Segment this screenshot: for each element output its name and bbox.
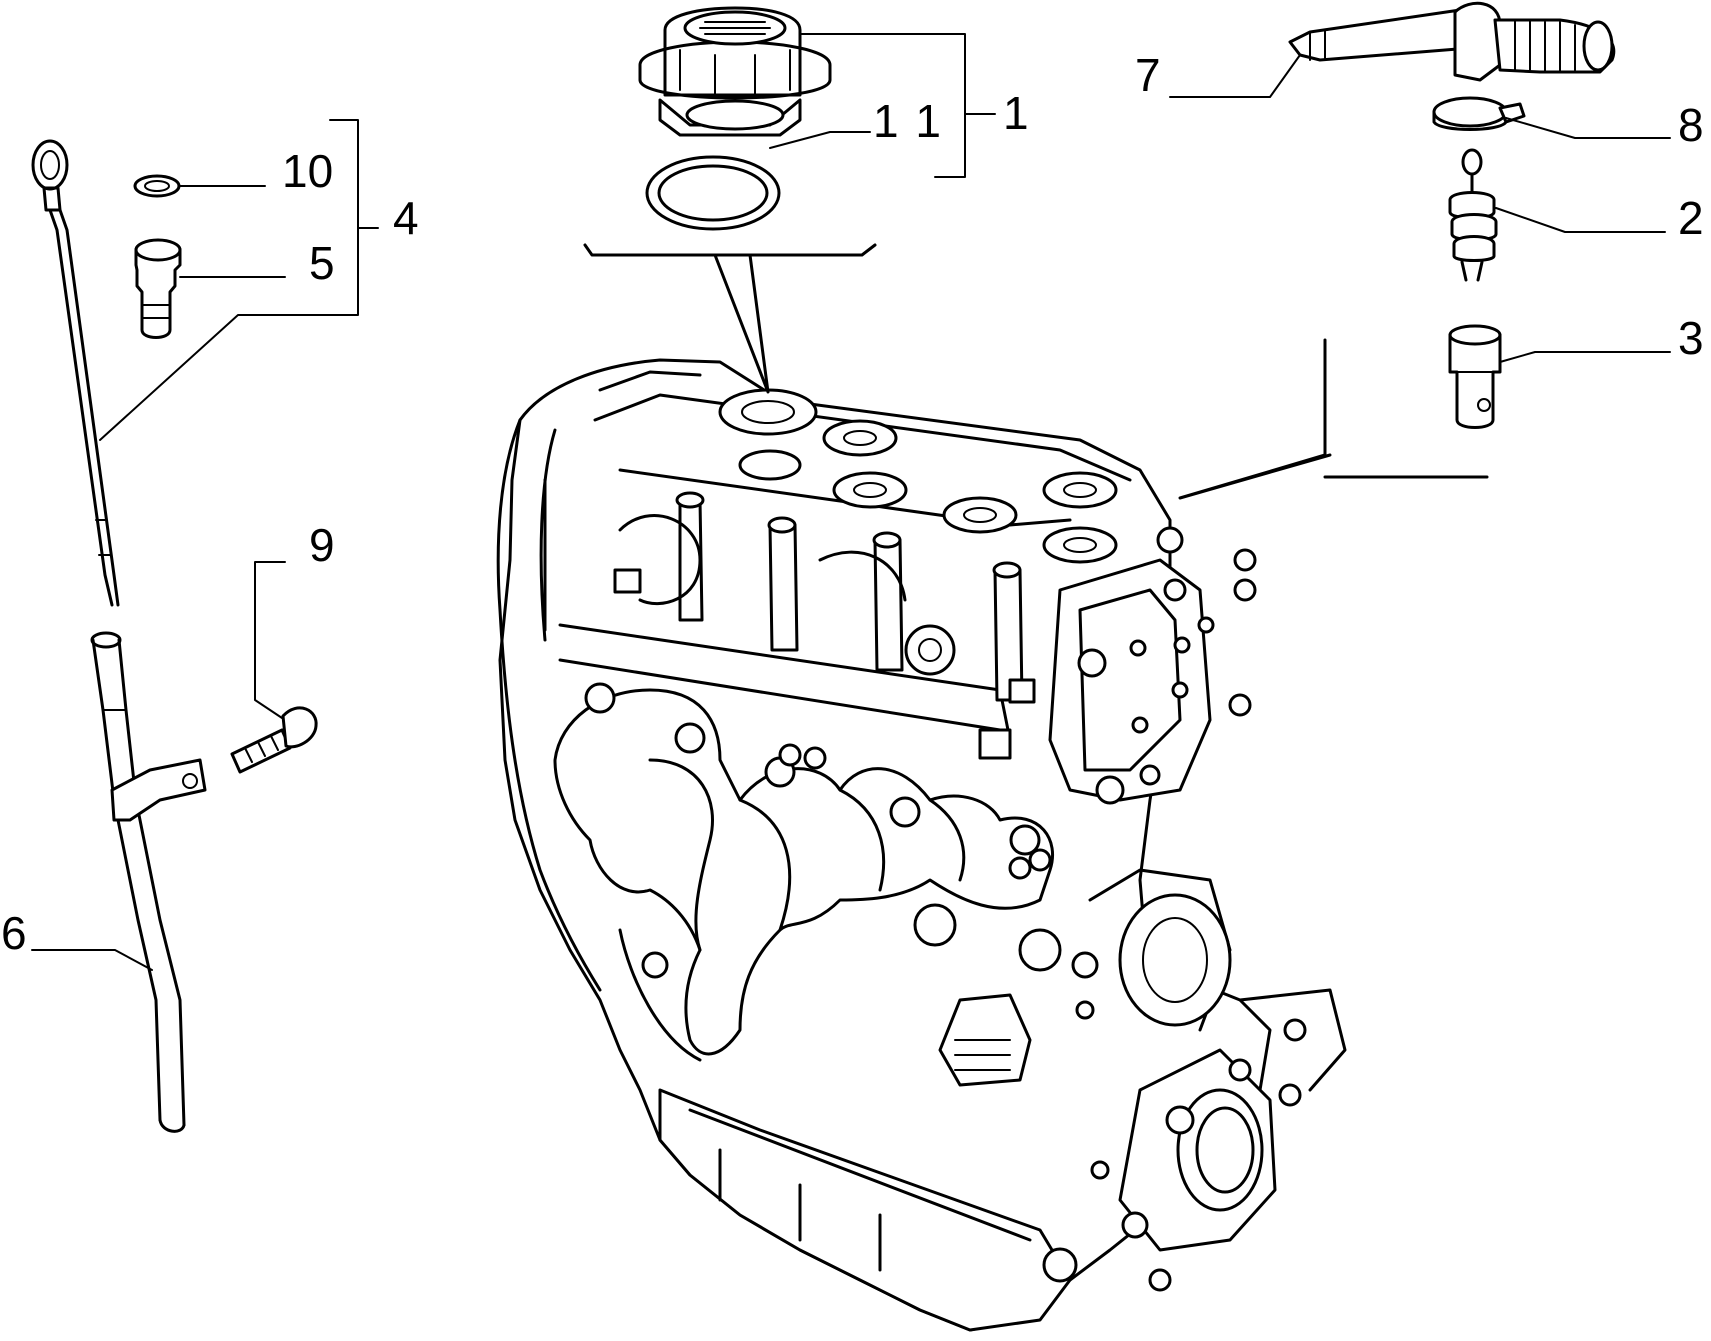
callout-8: 8 bbox=[1678, 99, 1704, 151]
callout-7: 7 bbox=[1135, 49, 1161, 101]
callout-6: 6 bbox=[1, 907, 27, 959]
engine-block-icon bbox=[496, 358, 1347, 1332]
breather-pipe-icon bbox=[1288, 1, 1616, 82]
bolt-icon bbox=[230, 706, 318, 774]
sleeve-icon bbox=[1448, 324, 1502, 429]
hose-clamp-icon bbox=[1432, 96, 1526, 131]
callout-11: 1 1 bbox=[873, 95, 943, 147]
callout-5: 5 bbox=[309, 237, 335, 289]
callout-3: 3 bbox=[1678, 312, 1704, 364]
callout-9: 9 bbox=[309, 519, 335, 571]
dipstick-guide-tube-icon bbox=[90, 631, 207, 1133]
oil-filler-cap-icon bbox=[638, 6, 832, 137]
callout-10: 10 bbox=[282, 145, 334, 197]
callout-1: 1 bbox=[1003, 87, 1029, 139]
washer-icon bbox=[133, 174, 181, 198]
callout-4: 4 bbox=[393, 192, 419, 244]
o-ring-seal-icon bbox=[645, 155, 781, 231]
oil-separator-icon bbox=[1448, 148, 1498, 282]
leader-lines bbox=[31, 33, 1671, 971]
rubber-plug-icon bbox=[134, 238, 182, 339]
callout-2: 2 bbox=[1678, 192, 1704, 244]
oil-dipstick-icon bbox=[31, 139, 120, 607]
